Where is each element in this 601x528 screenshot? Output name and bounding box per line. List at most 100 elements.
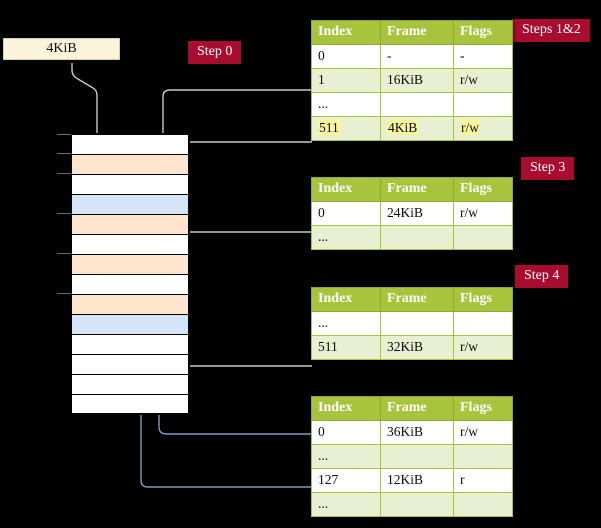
table-row[interactable]: ...	[311, 92, 513, 117]
memory-row-frame-12	[72, 375, 188, 395]
column-header-frame: Frame	[380, 287, 454, 312]
cell-index: ...	[311, 492, 381, 517]
source-page-label: 4KiB	[46, 41, 77, 56]
table-header-row: Index Frame Flags	[311, 396, 513, 421]
cell-flags: r/w	[453, 420, 513, 445]
table-row[interactable]: ...	[311, 444, 513, 469]
cell-frame	[380, 225, 454, 250]
badge-step-4-label: Step 4	[524, 268, 560, 283]
table-header-row: Index Frame Flags	[311, 287, 513, 312]
cell-flags: r/w	[453, 201, 513, 226]
cell-frame: 12KiB	[380, 468, 454, 493]
table-row[interactable]: 0 - -	[311, 44, 513, 69]
column-header-frame: Frame	[380, 396, 454, 421]
cell-frame	[380, 311, 454, 336]
cell-index-highlight: 511	[318, 120, 340, 135]
table-header-row: Index Frame Flags	[311, 20, 513, 45]
column-header-flags: Flags	[453, 396, 513, 421]
cell-index: 0	[311, 44, 381, 69]
column-header-index: Index	[311, 20, 381, 45]
memory-row-frame-8	[72, 295, 188, 315]
cell-frame: 4KiB	[380, 116, 454, 141]
table-row[interactable]: ...	[311, 492, 513, 517]
cell-index: ...	[311, 92, 381, 117]
cell-flags: r/w	[453, 116, 513, 141]
cell-flags	[453, 92, 513, 117]
cell-index: 0	[311, 420, 381, 445]
page-table-level-3: Index Frame Flags 0 36KiB r/w ... 127 12…	[311, 396, 513, 517]
cell-frame	[380, 444, 454, 469]
source-page-box: 4KiB	[3, 38, 120, 60]
memory-row-frame-0	[72, 135, 188, 155]
column-header-frame: Frame	[380, 20, 454, 45]
badge-step-3: Step 3	[521, 157, 575, 180]
memory-tick-0	[57, 134, 71, 135]
cell-flags: r/w	[453, 68, 513, 93]
cell-frame: -	[380, 44, 454, 69]
badge-step-4: Step 4	[515, 265, 569, 288]
cell-flags-highlight: r/w	[460, 120, 480, 135]
memory-tick-2	[57, 173, 71, 174]
page-table-level-1: Index Frame Flags 0 24KiB r/w ...	[311, 177, 513, 250]
page-table-level-2: Index Frame Flags ... 511 32KiB r/w	[311, 287, 513, 360]
memory-row-frame-3	[72, 195, 188, 215]
cell-flags	[453, 492, 513, 517]
cell-flags	[453, 444, 513, 469]
memory-row-frame-1	[72, 155, 188, 175]
badge-step-0: Step 0	[188, 41, 242, 64]
cell-frame	[380, 492, 454, 517]
cell-frame	[380, 92, 454, 117]
column-header-frame: Frame	[380, 177, 454, 202]
cell-frame: 24KiB	[380, 201, 454, 226]
badge-step-0-label: Step 0	[197, 44, 233, 59]
cell-index: 511	[311, 335, 381, 360]
cell-frame: 32KiB	[380, 335, 454, 360]
badge-step-3-label: Step 3	[530, 160, 566, 175]
table-row[interactable]: 0 36KiB r/w	[311, 420, 513, 445]
table-row[interactable]: ...	[311, 311, 513, 336]
cell-index: 127	[311, 468, 381, 493]
column-header-index: Index	[311, 287, 381, 312]
cell-index: ...	[311, 444, 381, 469]
memory-tick-3	[57, 213, 71, 214]
cell-flags: r	[453, 468, 513, 493]
memory-tick-4	[57, 253, 71, 254]
memory-tick-5	[57, 293, 71, 294]
cell-index: ...	[311, 225, 381, 250]
badge-steps-1-2: Steps 1&2	[513, 19, 590, 42]
cell-flags	[453, 225, 513, 250]
memory-tick-1	[57, 153, 71, 154]
table-header-row: Index Frame Flags	[311, 177, 513, 202]
page-table-level-0: Index Frame Flags 0 - - 1 16KiB r/w ...	[311, 20, 513, 141]
table-row[interactable]: 127 12KiB r	[311, 468, 513, 493]
physical-memory-grid	[70, 133, 190, 415]
column-header-index: Index	[311, 177, 381, 202]
cell-flags: -	[453, 44, 513, 69]
cell-index: 511	[311, 116, 381, 141]
cell-flags	[453, 311, 513, 336]
memory-row-frame-10	[72, 335, 188, 355]
cell-frame: 36KiB	[380, 420, 454, 445]
table-row[interactable]: 511 4KiB r/w	[311, 116, 513, 141]
cell-frame: 16KiB	[380, 68, 454, 93]
memory-row-frame-4	[72, 215, 188, 235]
memory-row-frame-6	[72, 255, 188, 275]
memory-row-frame-13	[72, 395, 188, 413]
column-header-index: Index	[311, 396, 381, 421]
table-row[interactable]: 511 32KiB r/w	[311, 335, 513, 360]
badge-steps-1-2-label: Steps 1&2	[522, 22, 581, 37]
cell-flags: r/w	[453, 335, 513, 360]
column-header-flags: Flags	[453, 287, 513, 312]
cell-index: ...	[311, 311, 381, 336]
table-row[interactable]: ...	[311, 225, 513, 250]
table-row[interactable]: 1 16KiB r/w	[311, 68, 513, 93]
cell-frame-highlight: 4KiB	[387, 120, 419, 135]
memory-row-frame-9	[72, 315, 188, 335]
cell-index: 1	[311, 68, 381, 93]
memory-row-frame-2	[72, 175, 188, 195]
memory-row-frame-11	[72, 355, 188, 375]
table-row[interactable]: 0 24KiB r/w	[311, 201, 513, 226]
memory-row-frame-5	[72, 235, 188, 255]
memory-row-frame-7	[72, 275, 188, 295]
